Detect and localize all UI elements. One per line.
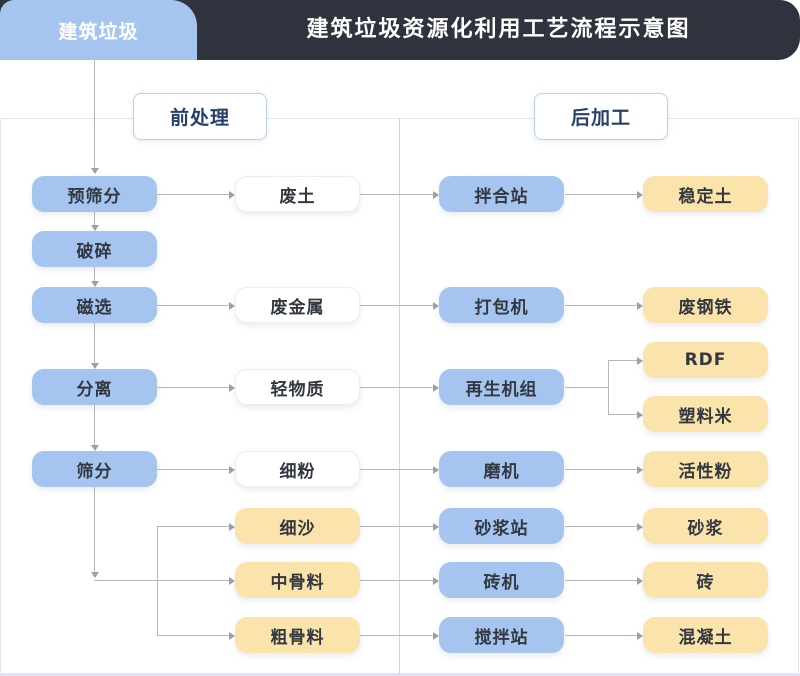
connector-line (94, 323, 95, 363)
node-baler: 打包机 (439, 287, 564, 323)
flow-divider (399, 118, 400, 674)
connector-line (94, 580, 229, 581)
arrowhead-down-icon (91, 168, 99, 174)
connector-line (360, 526, 433, 527)
arrowhead-right-icon (229, 523, 235, 531)
arrowhead-right-icon (637, 191, 643, 199)
arrowhead-right-icon (229, 191, 235, 199)
connector-line (360, 635, 433, 636)
arrowhead-right-icon (637, 302, 643, 310)
node-mortar: 砂浆 (643, 508, 768, 544)
node-concrete: 混凝土 (643, 617, 768, 653)
connector-line (565, 580, 637, 581)
node-regeneration-unit: 再生机组 (439, 369, 564, 405)
node-separation: 分离 (32, 369, 157, 405)
arrowhead-right-icon (229, 466, 235, 474)
node-coarse-aggregate: 粗骨料 (235, 617, 360, 653)
connector-line (565, 194, 637, 195)
connector-line (157, 469, 229, 470)
connector-line (157, 194, 229, 195)
connector-line (360, 580, 433, 581)
connector-line (157, 387, 229, 388)
node-pre-screening: 预筛分 (32, 176, 157, 212)
connector-line (94, 267, 95, 281)
node-rdf: RDF (643, 342, 768, 378)
node-light-material: 轻物质 (235, 369, 360, 405)
arrowhead-right-icon (433, 523, 439, 531)
arrowhead-right-icon (637, 577, 643, 585)
arrowhead-down-icon (91, 572, 99, 578)
node-mixing-plant: 拌合站 (439, 176, 564, 212)
connector-line (565, 526, 637, 527)
arrowhead-right-icon (229, 384, 235, 392)
node-brick: 砖 (643, 562, 768, 598)
section-label-post-processing: 后加工 (534, 93, 668, 140)
source-tab-label: 建筑垃圾 (58, 20, 139, 43)
arrowhead-down-icon (91, 225, 99, 231)
arrowhead-right-icon (433, 466, 439, 474)
node-magnetic-separation: 磁选 (32, 287, 157, 323)
node-fine-sand: 细沙 (235, 508, 360, 544)
arrowhead-right-icon (229, 632, 235, 640)
arrowhead-right-icon (433, 302, 439, 310)
section-label-pre-processing: 前处理 (133, 93, 267, 140)
node-medium-aggregate: 中骨料 (235, 562, 360, 598)
node-plastic-pellets: 塑料米 (643, 396, 768, 432)
node-waste-metal: 废金属 (235, 287, 360, 323)
arrowhead-right-icon (433, 384, 439, 392)
node-waste-steel: 废钢铁 (643, 287, 768, 323)
source-tab: 建筑垃圾 (0, 0, 197, 60)
connector-line (608, 360, 637, 361)
arrowhead-down-icon (91, 281, 99, 287)
node-waste-soil: 废土 (235, 176, 360, 212)
connector-line (94, 487, 95, 572)
arrowhead-right-icon (637, 523, 643, 531)
node-crushing: 破碎 (32, 231, 157, 267)
connector-line (565, 635, 637, 636)
connector-line (360, 469, 433, 470)
connector-line (565, 305, 637, 306)
arrowhead-right-icon (433, 632, 439, 640)
node-fine-powder: 细粉 (235, 451, 360, 487)
node-mill: 磨机 (439, 451, 564, 487)
arrowhead-down-icon (91, 363, 99, 369)
connector-line (360, 305, 433, 306)
bottom-accent (0, 674, 800, 676)
arrowhead-right-icon (433, 191, 439, 199)
connector-line (157, 635, 229, 636)
node-concrete-station: 搅拌站 (439, 617, 564, 653)
node-screening: 筛分 (32, 451, 157, 487)
arrowhead-right-icon (433, 577, 439, 585)
arrowhead-right-icon (637, 357, 643, 365)
node-stabilized-soil: 稳定土 (643, 176, 768, 212)
node-brick-machine: 砖机 (439, 562, 564, 598)
connector-line (94, 405, 95, 445)
arrowhead-right-icon (637, 632, 643, 640)
connector-line (608, 414, 637, 415)
arrowhead-right-icon (229, 577, 235, 585)
connector-line (360, 387, 433, 388)
diagram-title: 建筑垃圾资源化利用工艺流程示意图 (306, 17, 691, 42)
arrowhead-down-icon (91, 445, 99, 451)
node-active-powder: 活性粉 (643, 451, 768, 487)
connector-line (94, 212, 95, 225)
connector-line (157, 305, 229, 306)
connector-line (157, 526, 229, 527)
node-mortar-station: 砂浆站 (439, 508, 564, 544)
arrowhead-right-icon (637, 466, 643, 474)
connector-line (608, 360, 609, 414)
connector-line (157, 526, 158, 635)
connector-line (565, 469, 637, 470)
connector-line (565, 387, 608, 388)
connector-line (94, 60, 95, 168)
arrowhead-right-icon (637, 411, 643, 419)
arrowhead-right-icon (229, 302, 235, 310)
connector-line (360, 194, 433, 195)
